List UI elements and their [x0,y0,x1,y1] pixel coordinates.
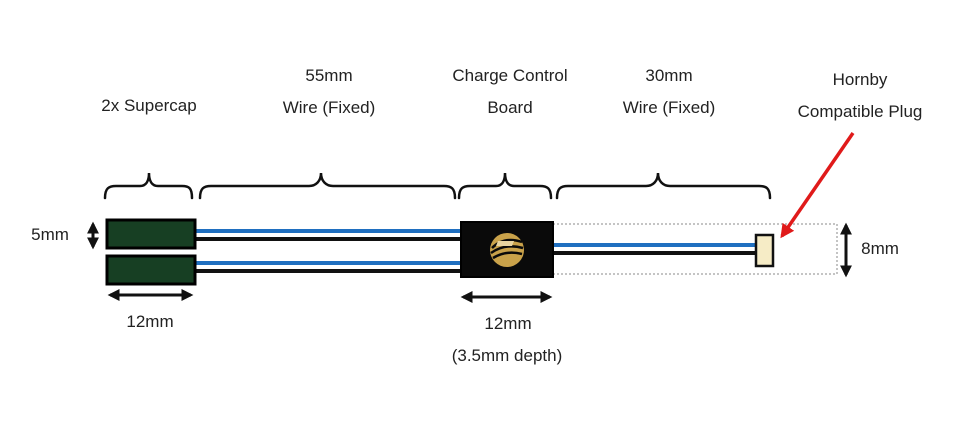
brace-wire30 [555,172,772,200]
label-charge-control-board: Charge Control Board [452,66,568,117]
dim-plug-height: 8mm [861,239,899,258]
wire-30mm [552,243,756,255]
label-wire-30mm: 30mm Wire (Fixed) [622,66,716,117]
dim-cap-height: 5mm [31,225,69,244]
wire-55mm [194,229,462,273]
plug-section-outline [552,223,838,275]
label-hornby-plug: Hornby Compatible Plug [797,70,923,121]
dim-board-depth: (3.5mm depth) [451,346,563,365]
supercap-bottom [105,254,197,286]
brace-supercap [103,172,194,200]
dim-board-width: 12mm [484,314,532,333]
brace-wire55 [198,172,457,200]
hornby-plug [754,233,775,268]
red-pointer-arrow-icon [780,132,855,239]
supercap-top [105,218,197,250]
dim-cap-width: 12mm [126,312,174,331]
board-logo-icon [490,233,524,267]
brace-board [457,172,553,200]
label-wire-55mm: 55mm Wire (Fixed) [282,66,376,117]
label-supercap: 2x Supercap [101,96,197,115]
